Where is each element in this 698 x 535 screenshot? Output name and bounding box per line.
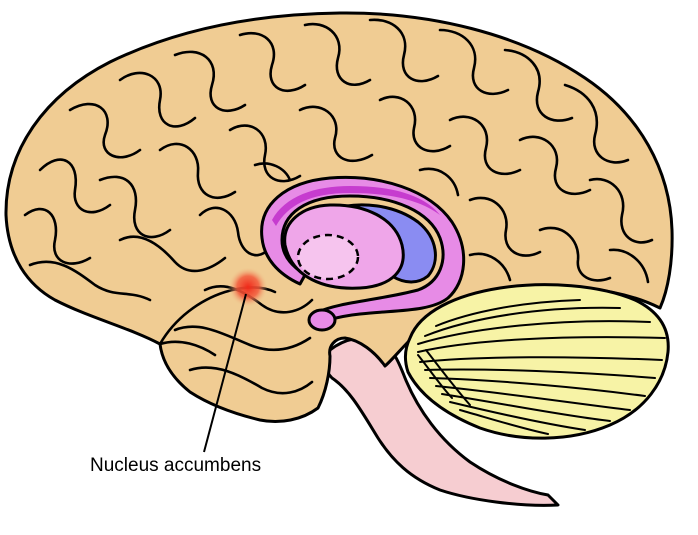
cerebellum (404, 283, 670, 440)
fornix-bulb (307, 308, 337, 332)
label-leader-line (203, 293, 247, 453)
cingulate-band-highlight (272, 186, 440, 226)
cingulate-band (260, 175, 466, 324)
cortical-gyri (23, 18, 654, 395)
cerebellar-folia (417, 299, 666, 435)
nucleus-accumbens-spot (228, 267, 268, 307)
thalamus-nucleus-dashed (296, 233, 360, 281)
nucleus-accumbens-label: Nucleus accumbens (90, 455, 261, 476)
